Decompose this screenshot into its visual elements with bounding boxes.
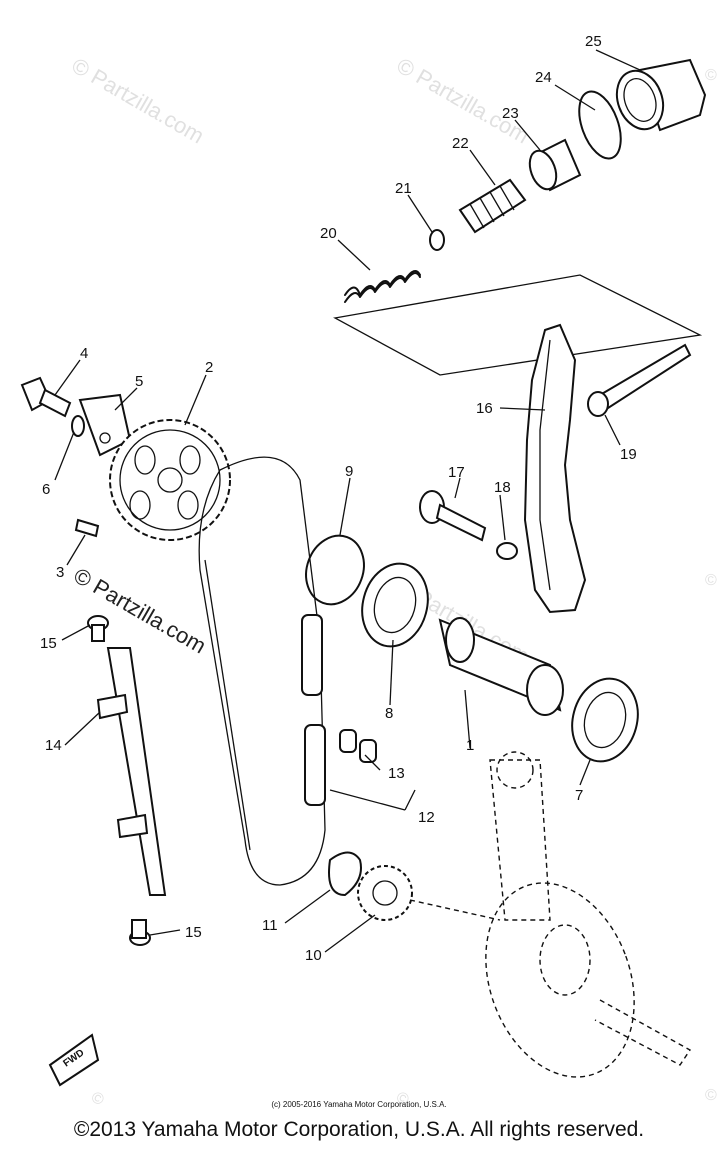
circlip <box>496 542 518 560</box>
callout-label: 22 <box>452 135 469 152</box>
bearing-circlip <box>305 534 365 606</box>
chain-tensioner-guide <box>523 323 587 614</box>
callout-label: 21 <box>395 180 412 197</box>
chain-guide-plate <box>328 851 362 897</box>
callout-label: 12 <box>418 809 435 826</box>
callouts: 1 2 3 4 5 6 7 8 9 10 11 12 13 14 15 15 1… <box>40 33 637 964</box>
tensioner-pushrod <box>458 178 527 234</box>
chain-guide <box>96 647 167 896</box>
callout-label: 2 <box>205 359 213 376</box>
washer <box>429 229 445 251</box>
cam-chain-outline <box>198 456 326 886</box>
callout-label: 18 <box>494 479 511 496</box>
master-link <box>339 729 377 763</box>
leader-lines <box>54 49 641 953</box>
callout-label: 23 <box>502 105 519 122</box>
callout-label: 19 <box>620 446 637 463</box>
crankshaft <box>409 751 692 1078</box>
watermark: © <box>705 572 717 589</box>
guide-bolt <box>419 490 487 542</box>
guide-bolt <box>87 615 109 642</box>
callout-label: 3 <box>56 564 64 581</box>
camshaft <box>438 617 564 716</box>
callout-label: 17 <box>448 464 465 481</box>
crank-sprocket <box>357 865 413 921</box>
guide-bolt <box>129 919 151 946</box>
callout-label: 20 <box>320 225 337 242</box>
cam-sprocket <box>109 419 231 541</box>
callout-label: 7 <box>575 787 583 804</box>
watermark: © <box>705 67 717 84</box>
callout-label: 11 <box>262 917 278 934</box>
cam-chain <box>301 614 326 806</box>
callout-label: 1 <box>466 737 474 754</box>
tensioner-cap <box>615 58 707 132</box>
callout-label: 13 <box>388 765 405 782</box>
callout-label: 8 <box>385 705 393 722</box>
copyright-small: (c) 2005-2016 Yamaha Motor Corporation, … <box>271 1100 447 1109</box>
callout-label: 16 <box>476 400 493 417</box>
callout-label: 5 <box>135 373 143 390</box>
tensioner-group-outline <box>333 274 703 376</box>
callout-label: 14 <box>45 737 62 754</box>
watermark: © <box>705 1087 717 1104</box>
callout-label: 4 <box>80 345 88 362</box>
bearing <box>361 562 429 648</box>
bearing <box>571 677 639 763</box>
guide-pin <box>587 343 692 417</box>
callout-label: 24 <box>535 69 552 86</box>
callout-label: 25 <box>585 33 602 50</box>
washer <box>71 415 85 437</box>
callout-label: 6 <box>42 481 50 498</box>
sprocket-bolt <box>20 376 72 418</box>
callout-label: 15 <box>40 635 57 652</box>
tensioner-spring <box>344 270 421 296</box>
callout-label: 15 <box>185 924 202 941</box>
o-ring <box>578 90 622 160</box>
watermark-visible: © Partzilla.com <box>70 563 211 659</box>
callout-label: 10 <box>305 947 322 964</box>
fwd-arrow-icon: FWD <box>48 1033 100 1087</box>
callout-label: 9 <box>345 463 353 480</box>
dowel-pin <box>74 518 100 538</box>
copyright-main: ©2013 Yamaha Motor Corporation, U.S.A. A… <box>73 1118 645 1141</box>
tensioner-nut <box>528 138 582 192</box>
watermark: © Partzilla.com <box>68 53 209 149</box>
